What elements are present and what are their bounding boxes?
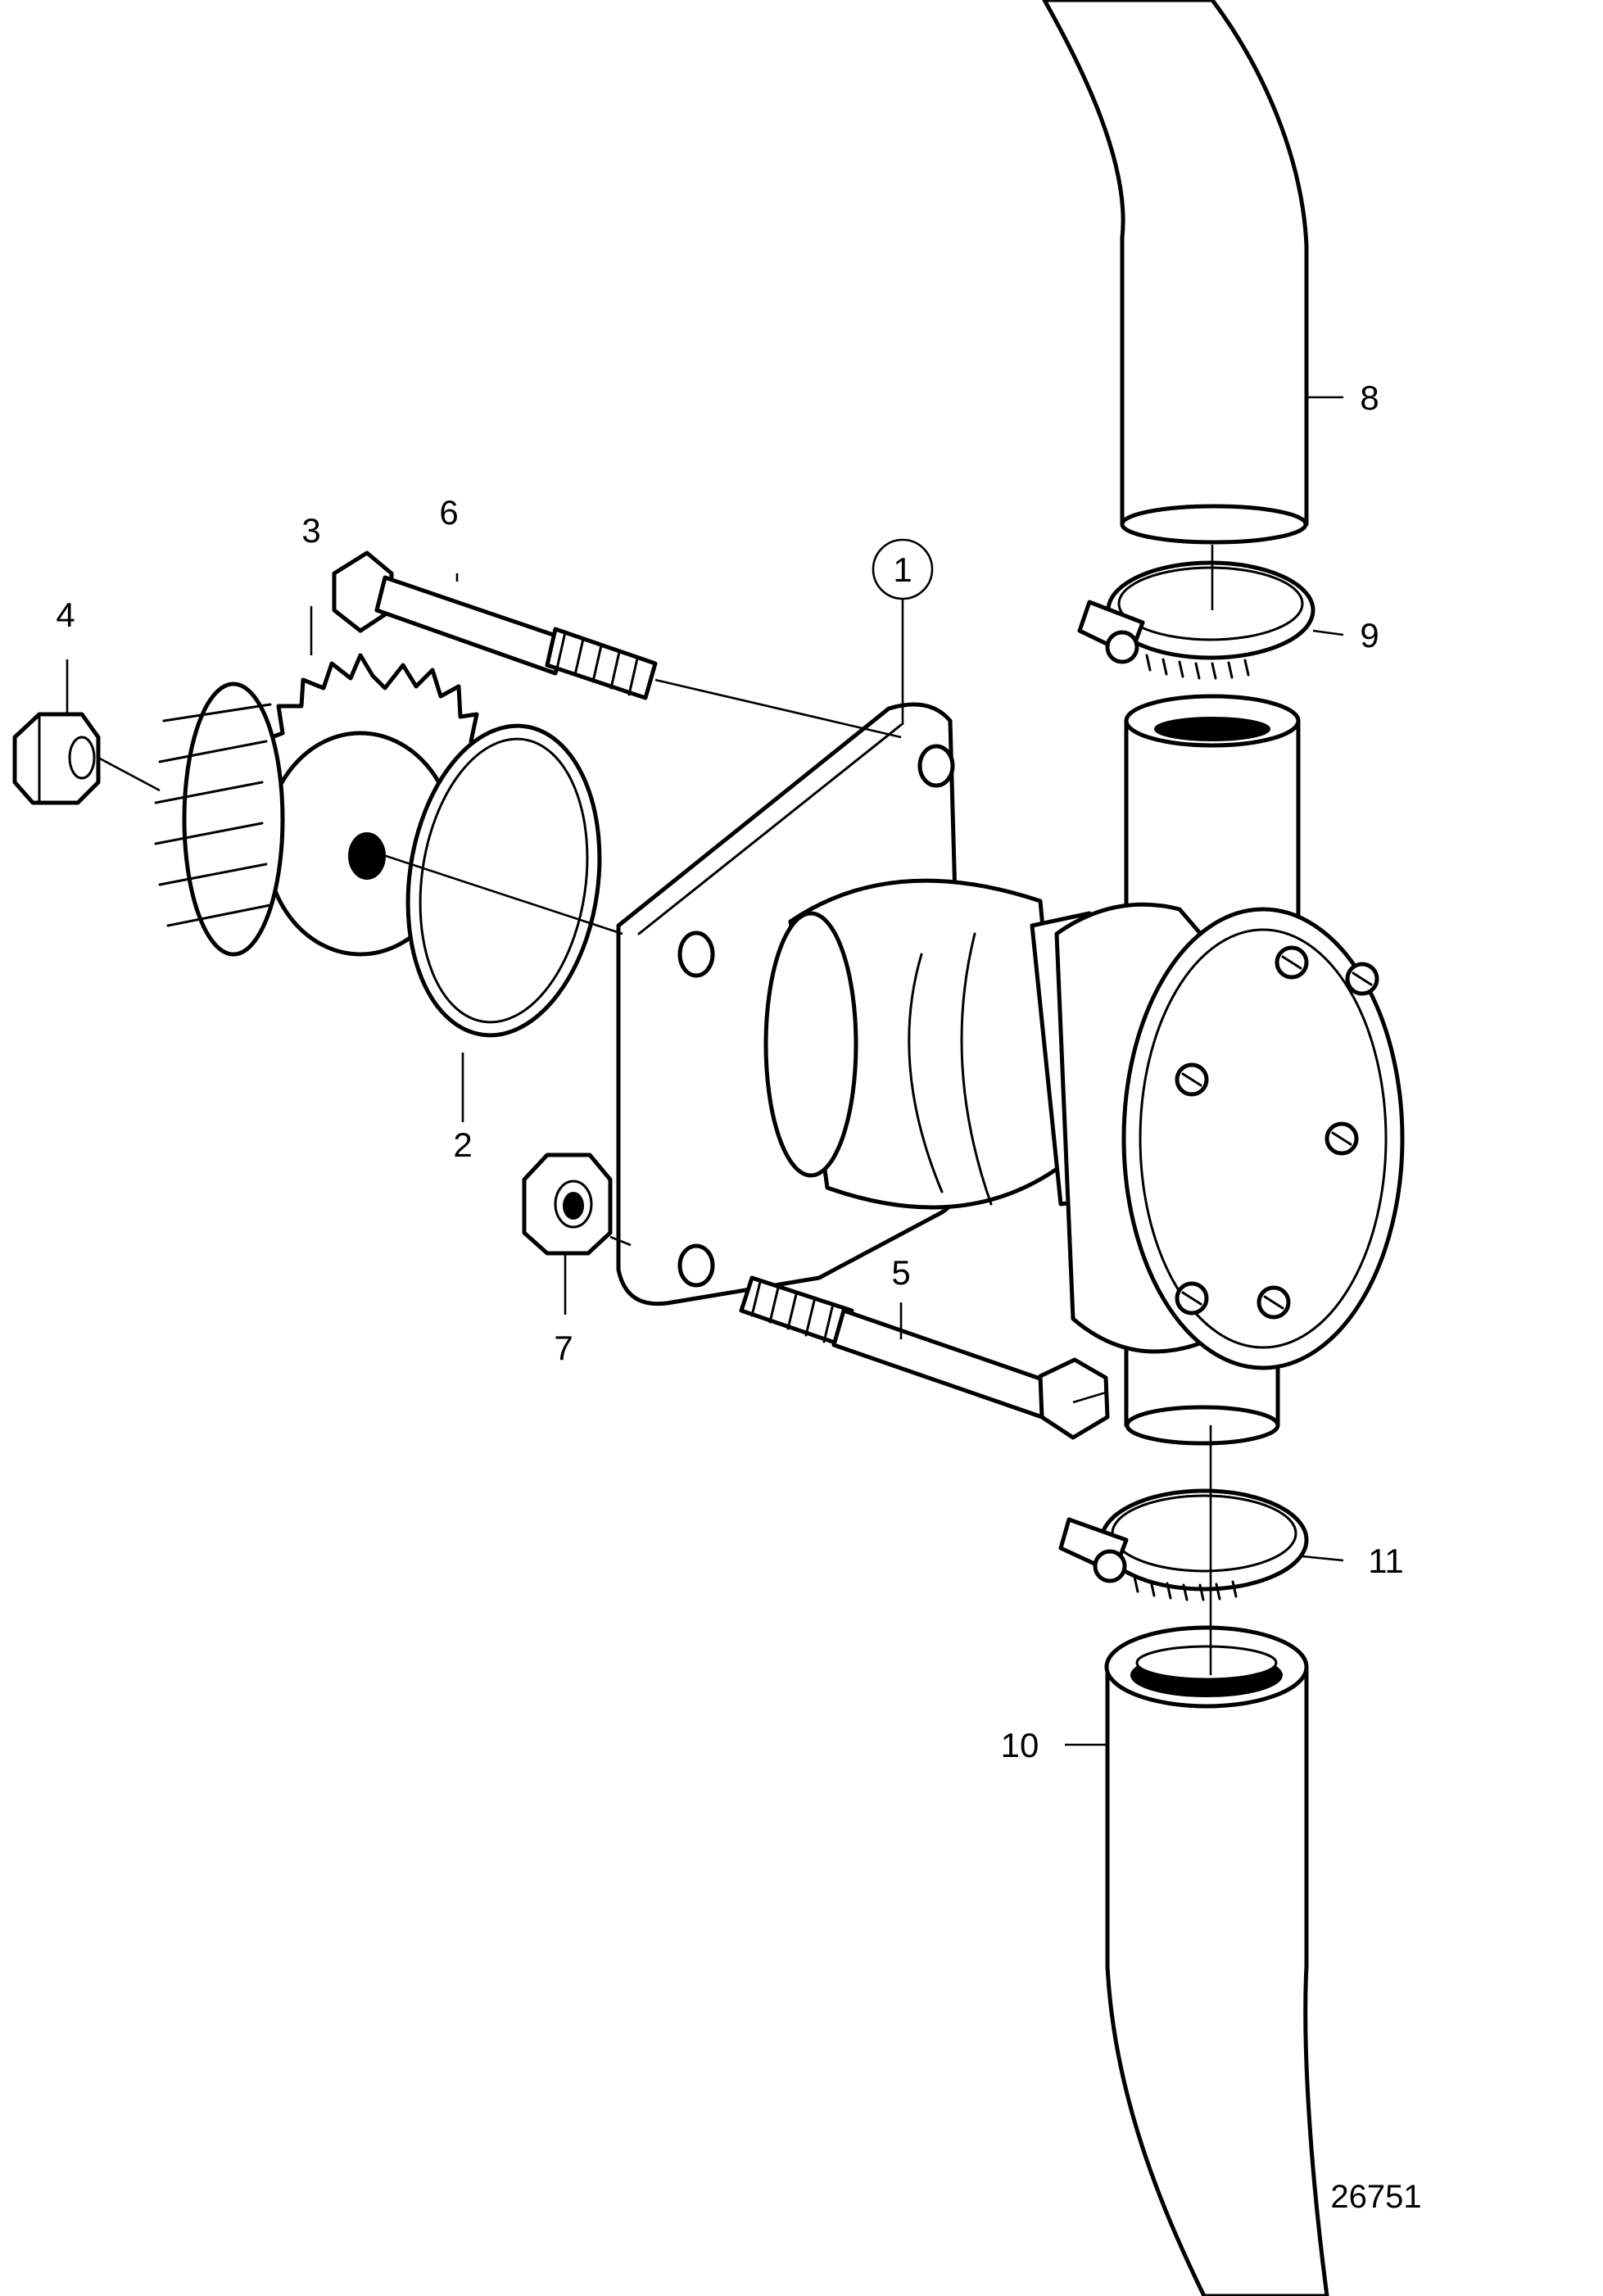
bolt-upper xyxy=(332,550,658,700)
upper-hose-clamp xyxy=(1077,560,1315,680)
lower-hose-clamp xyxy=(1058,1488,1309,1601)
hex-nut xyxy=(522,1153,613,1256)
callout-1: 1 xyxy=(893,550,912,589)
callout-11: 11 xyxy=(1368,1542,1404,1580)
bolt-lower xyxy=(739,1275,1110,1440)
pump-assembly xyxy=(616,694,1405,1446)
callout-5: 5 xyxy=(891,1253,910,1292)
lower-hose xyxy=(1104,1625,1329,2296)
callout-2: 2 xyxy=(453,1125,472,1164)
callout-10: 10 xyxy=(1001,1726,1039,1764)
leader-lines xyxy=(66,396,1344,1746)
lock-nut xyxy=(12,712,101,805)
callout-7: 7 xyxy=(554,1329,573,1367)
callouts: 1 2 3 4 5 6 7 8 9 10 11 xyxy=(56,378,1403,1764)
upper-hose xyxy=(1042,0,1309,545)
callout-4: 4 xyxy=(56,596,75,634)
figure-number: 26751 xyxy=(1330,2179,1421,2215)
callout-9: 9 xyxy=(1360,616,1379,654)
callout-6: 6 xyxy=(439,493,458,532)
cover-screws xyxy=(1175,945,1379,1320)
callout-8: 8 xyxy=(1360,378,1379,417)
callout-3: 3 xyxy=(301,511,320,550)
callout-1-circle xyxy=(872,538,934,600)
